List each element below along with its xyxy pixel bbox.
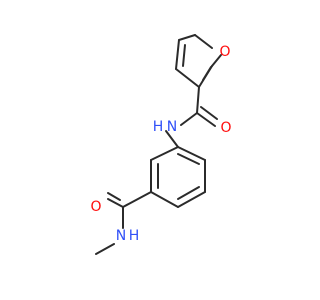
bond-benz-4-5 [177,191,206,208]
bonds-layer [95,34,222,255]
atom-amide2-nitrogen-label: N [116,228,126,244]
bond-benz-3-4 [150,191,179,208]
atom-amide2-nitrogen: N H [116,228,140,244]
atom-amide1-nitrogen-label: N [167,119,177,135]
atom-amide2-oxygen-label: O [90,199,101,215]
bond-benz-4-5-inner [177,186,200,200]
atom-amide1-nitrogen-hydrogen: H [153,119,164,135]
atom-furan-oxygen: O [219,44,230,60]
atom-furan-oxygen-label: O [219,44,230,60]
bond-furan-c3-c4 [175,39,180,70]
bond-furan-o-c3 [194,34,213,49]
bond-benz-c-amide2 [122,191,152,208]
bond-benz-1-2 [150,146,179,161]
bond-furan-c2-c3 [178,34,196,41]
bond-furan-c2-o [211,54,222,67]
bond-benz-6-1 [177,146,206,161]
bond-c-o-amide2-double [107,192,121,201]
bond-benz-6-1-inner [177,153,200,165]
bond-furan-c5-c2-inner [202,66,212,81]
bond-n-methyl [95,243,115,255]
atom-labels-layer: O O N H O N H [90,44,231,244]
atom-amide2-nitrogen-hydrogen: H [129,228,140,244]
bond-c-o-amide1 [196,112,216,127]
atom-amide1-oxygen-label: O [220,120,231,136]
bond-c-n-amide1 [180,112,198,126]
bond-c-o-amide1-double [200,106,218,120]
molecule-structure-diagram: O O N H O N H [90,34,232,255]
atom-amide1-oxygen: O [220,120,231,136]
bond-n-ring [165,130,179,148]
atom-amide2-oxygen: O [90,199,101,215]
bond-c-o-amide2 [107,198,124,208]
bond-c-c-amide1 [196,86,200,114]
bond-furan-c4-c5 [175,68,200,88]
bond-furan-c3-c4-inner [182,44,186,67]
atom-amide1-nitrogen: N H [153,119,178,135]
